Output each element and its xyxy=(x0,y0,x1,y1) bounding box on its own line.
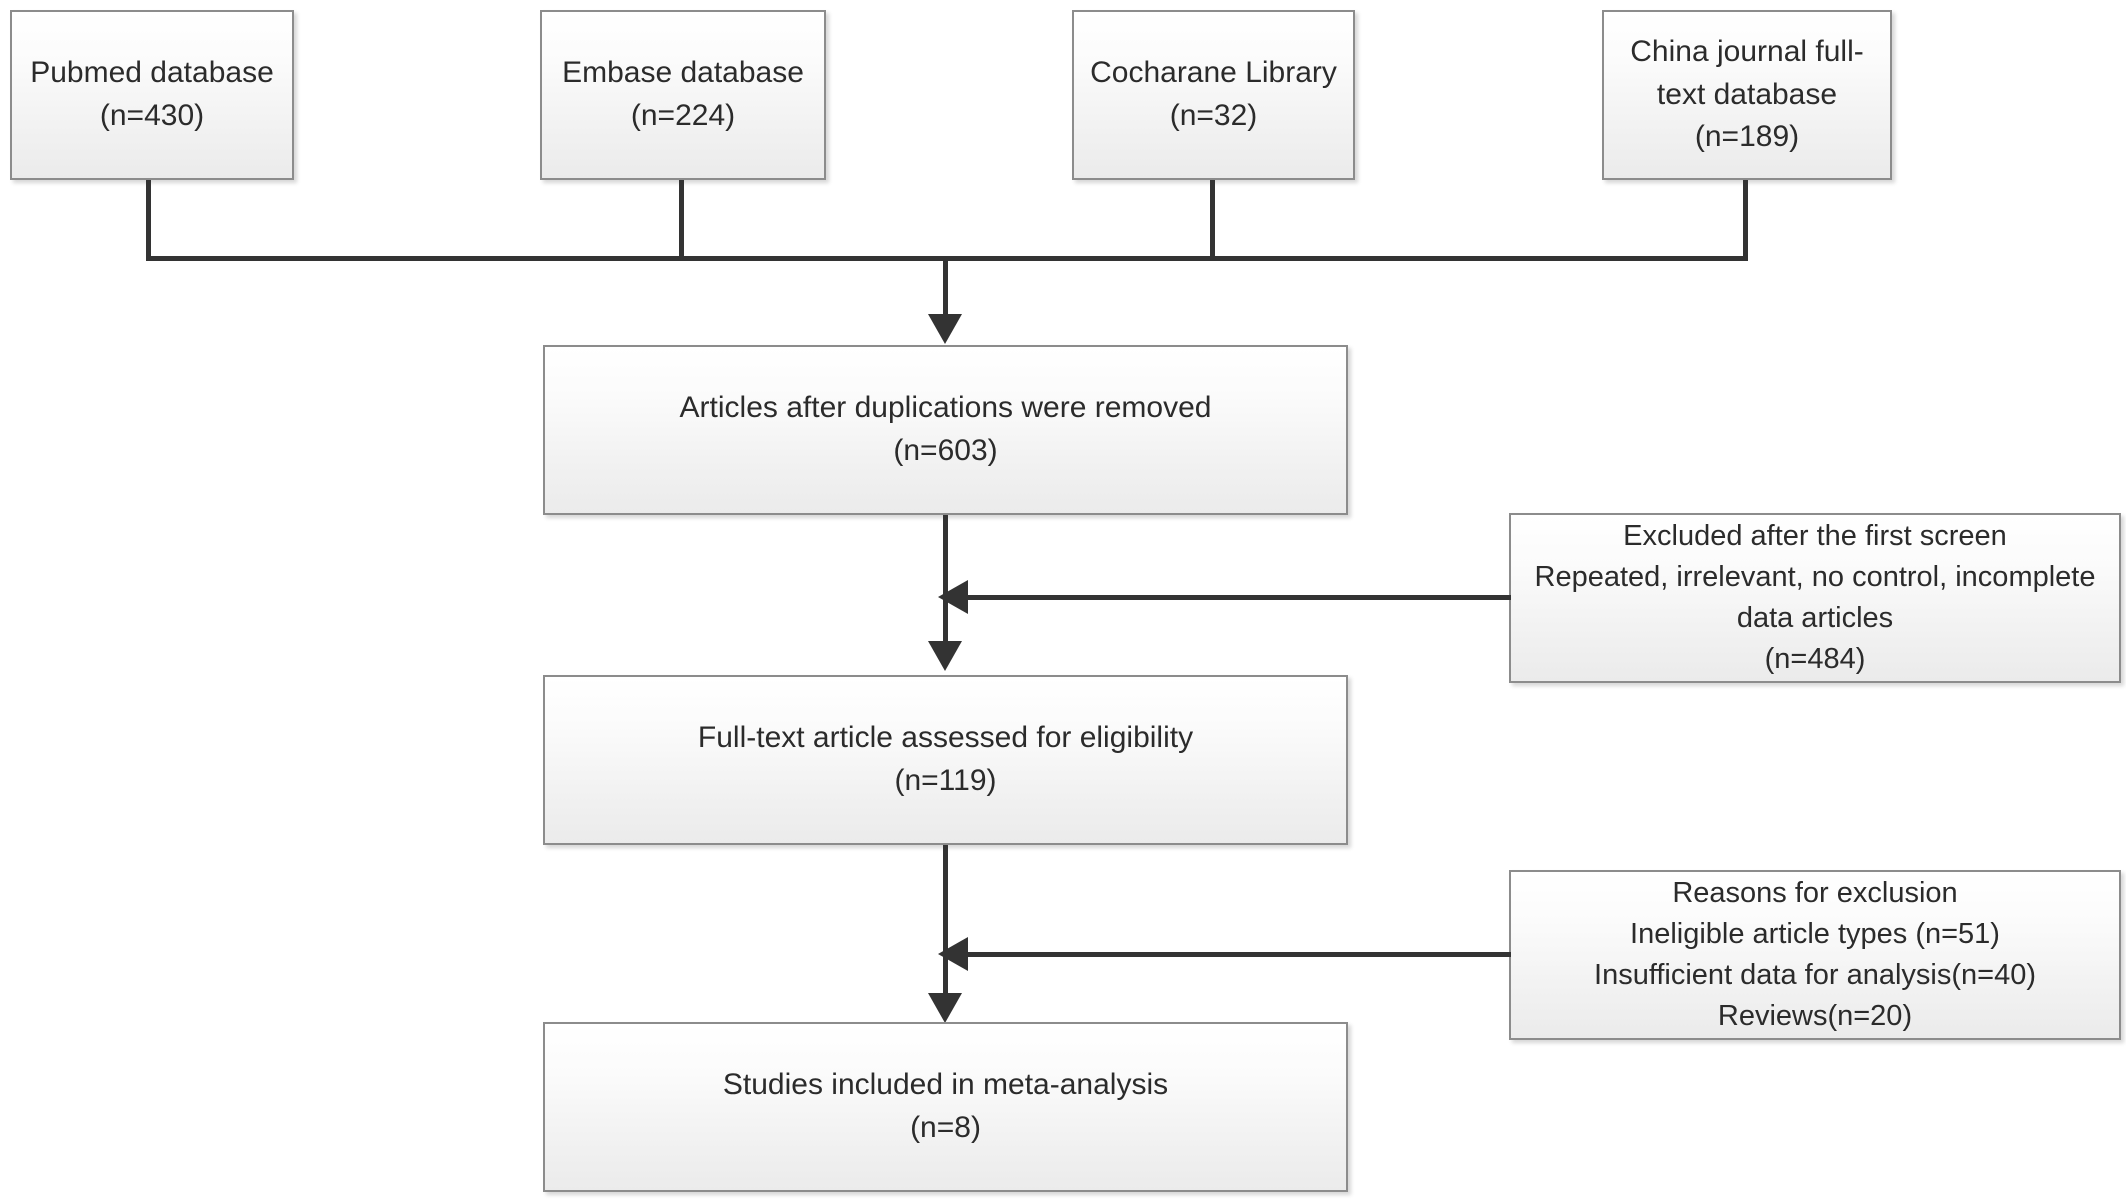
connector-cochrane-down xyxy=(1210,180,1215,260)
source-box-pubmed: Pubmed database (n=430) xyxy=(10,10,294,180)
arrowhead-fulltext-to-included xyxy=(928,993,962,1023)
source-box-cochrane: Cocharane Library (n=32) xyxy=(1072,10,1355,180)
stage-box-included-in-meta-analysis-label: Studies included in meta-analysis (n=8) xyxy=(722,1068,1169,1144)
arrowhead-first-screen-to-trunk xyxy=(938,580,968,614)
connector-first-screen-to-trunk xyxy=(968,595,1511,600)
exclusion-box-first-screen: Excluded after the first screen Repeated… xyxy=(1509,513,2121,683)
source-box-cochrane-label: Cocharane Library (n=32) xyxy=(1090,56,1337,132)
source-box-china-journal-label: China journal full- text database (n=189… xyxy=(1630,35,1864,154)
source-box-embase-label: Embase database (n=224) xyxy=(562,56,804,132)
arrowhead-merge-to-dedup xyxy=(928,314,962,344)
stage-box-full-text-assessed-label: Full-text article assessed for eligibili… xyxy=(697,721,1194,797)
stage-box-after-duplicates-removed: Articles after duplications were removed… xyxy=(543,345,1348,515)
source-box-embase: Embase database (n=224) xyxy=(540,10,826,180)
exclusion-box-eligibility-reasons: Reasons for exclusion Ineligible article… xyxy=(1509,870,2121,1040)
connector-merge-to-dedup xyxy=(943,256,948,318)
stage-box-after-duplicates-removed-label: Articles after duplications were removed… xyxy=(679,391,1212,467)
stage-box-full-text-assessed: Full-text article assessed for eligibili… xyxy=(543,675,1348,845)
exclusion-box-eligibility-reasons-label: Reasons for exclusion Ineligible article… xyxy=(1594,876,2036,1033)
connector-china-journal-down xyxy=(1743,180,1748,260)
connector-embase-down xyxy=(679,180,684,260)
source-box-pubmed-label: Pubmed database (n=430) xyxy=(30,56,274,132)
source-box-china-journal: China journal full- text database (n=189… xyxy=(1602,10,1892,180)
connector-eligibility-to-trunk xyxy=(968,952,1511,957)
connector-fulltext-to-included xyxy=(943,845,948,995)
exclusion-box-first-screen-label: Excluded after the first screen Repeated… xyxy=(1534,519,2096,676)
connector-pubmed-down xyxy=(146,180,151,260)
arrowhead-eligibility-to-trunk xyxy=(938,937,968,971)
stage-box-included-in-meta-analysis: Studies included in meta-analysis (n=8) xyxy=(543,1022,1348,1192)
arrowhead-dedup-to-fulltext xyxy=(928,641,962,671)
